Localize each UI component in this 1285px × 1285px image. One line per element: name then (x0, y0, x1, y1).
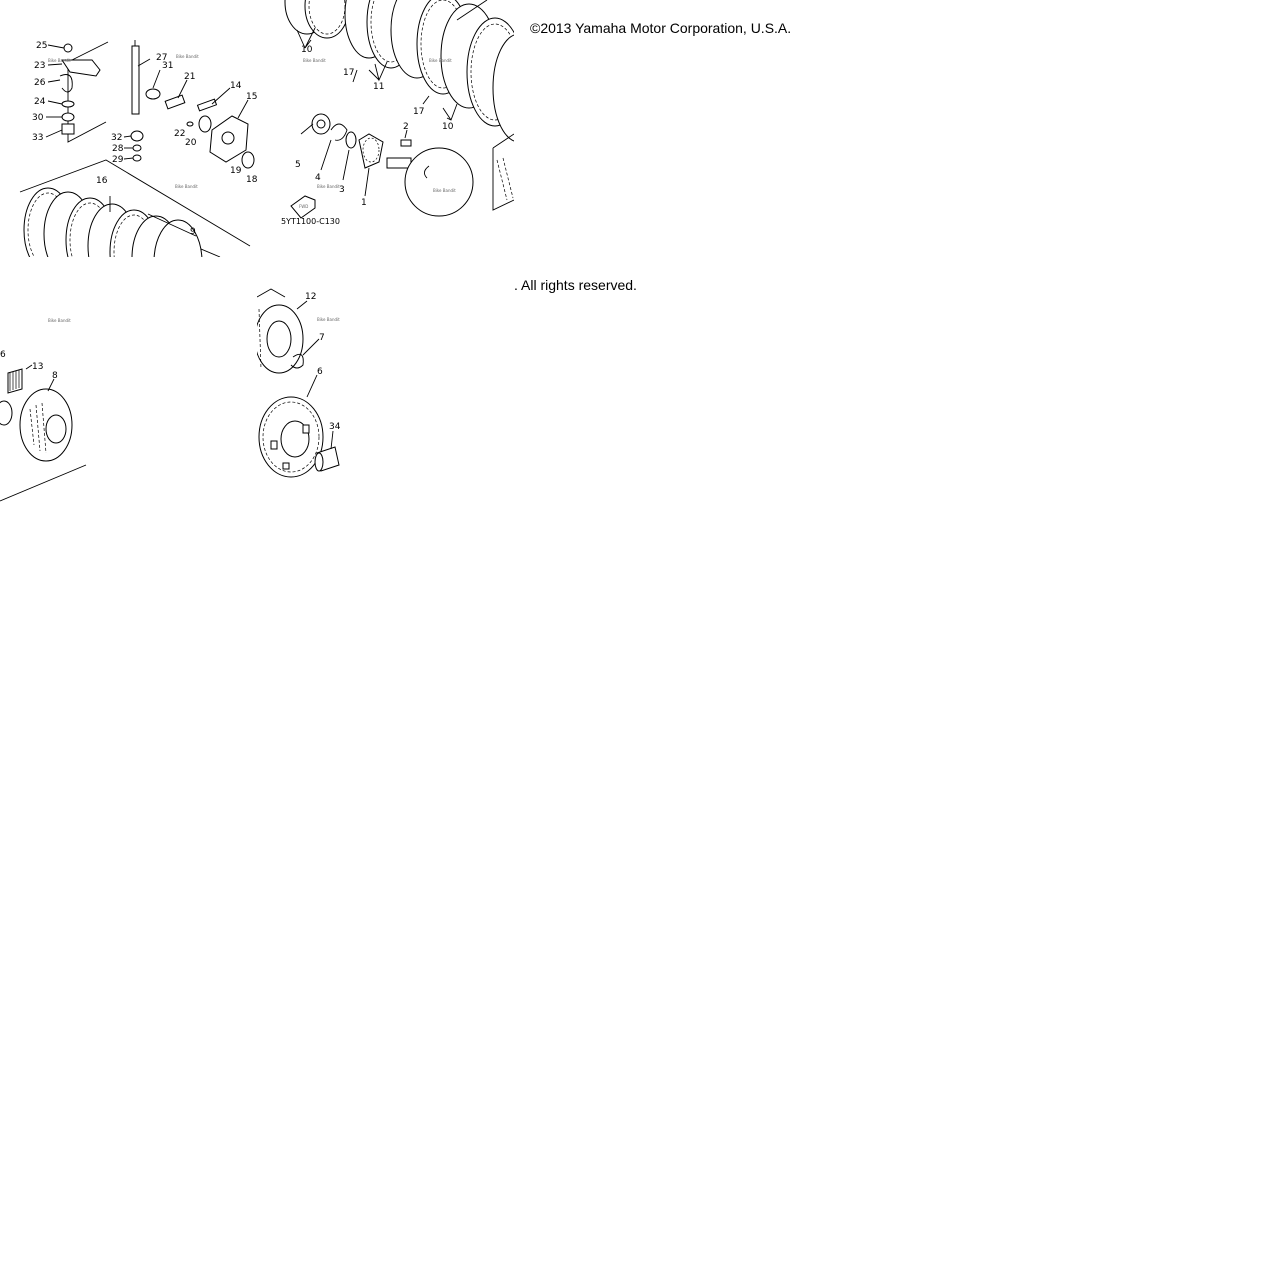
callout-30: 30 (32, 113, 44, 123)
callout-4: 4 (315, 173, 321, 183)
callout-17-a: 17 (343, 68, 354, 78)
watermark-7: Bike Bandit (433, 188, 456, 193)
callout-20: 20 (185, 138, 197, 148)
rights-reserved-text: . All rights reserved. (514, 277, 637, 293)
callout-9: 9 (190, 227, 196, 237)
callout-33: 33 (32, 133, 43, 143)
watermark-2: Bike Bandit (176, 54, 199, 59)
diagram-tile-top-left-svg: 25 23 26 24 30 33 27 31 21 14 15 22 20 1… (19, 40, 257, 257)
callout-15: 15 (246, 92, 257, 102)
callout-27: 27 (156, 53, 167, 63)
callout-7: 7 (319, 333, 325, 343)
callout-19: 19 (230, 166, 242, 176)
callout-25: 25 (36, 41, 47, 51)
watermark-1: Bike Bandit (48, 58, 71, 63)
callout-23: 23 (34, 61, 45, 71)
callout-16: 16 (96, 176, 108, 186)
callout-18: 18 (246, 175, 257, 185)
callout-32: 32 (111, 133, 122, 143)
callout-14: 14 (230, 81, 242, 91)
callout-12: 12 (305, 292, 316, 302)
callout-11: 11 (373, 82, 384, 92)
diagram-tile-top-left: 25 23 26 24 30 33 27 31 21 14 15 22 20 1… (0, 0, 257, 257)
callout-10-b: 10 (442, 122, 454, 132)
diagram-code: 5YT1100-C130 (281, 217, 340, 226)
callout-24: 24 (34, 97, 46, 107)
svg-text:FWD: FWD (299, 204, 308, 209)
callout-34: 34 (329, 422, 341, 432)
watermark-8: Bike Bandit (48, 318, 71, 323)
svg-text:6: 6 (0, 350, 6, 360)
diagram-tile-top-middle-svg: FWD 10 17 11 17 10 5 4 3 2 1 5YT1100-C13… (281, 0, 514, 226)
callout-10-a: 10 (301, 45, 313, 55)
callout-13: 13 (32, 362, 43, 372)
watermark-9: Bike Bandit (317, 317, 340, 322)
diagram-tile-middle-center-svg: 12 7 6 34 Bike Bandit (257, 288, 341, 478)
callout-28: 28 (112, 144, 124, 154)
callout-17-b: 17 (413, 107, 424, 117)
callout-2: 2 (403, 122, 409, 132)
diagram-tile-middle-left: 6 13 8 Bike Bandit (0, 279, 100, 505)
watermark-6: Bike Bandit (317, 184, 340, 189)
callout-29: 29 (112, 155, 124, 165)
copyright-text: ©2013 Yamaha Motor Corporation, U.S.A. (530, 20, 792, 36)
diagram-tile-top-middle: FWD 10 17 11 17 10 5 4 3 2 1 5YT1100-C13… (257, 0, 514, 257)
callout-8: 8 (52, 371, 58, 381)
callout-31: 31 (162, 61, 173, 71)
callout-5: 5 (295, 160, 301, 170)
watermark-4: Bike Bandit (303, 58, 326, 63)
diagram-tile-middle-center: 12 7 6 34 Bike Bandit (257, 279, 357, 505)
callout-1: 1 (361, 198, 367, 208)
watermark-5: Bike Bandit (429, 58, 452, 63)
diagram-tile-middle-left-svg: 6 13 8 Bike Bandit (0, 318, 87, 502)
callout-6: 6 (317, 367, 323, 377)
callout-21: 21 (184, 72, 195, 82)
callout-22: 22 (174, 129, 185, 139)
callout-26: 26 (34, 78, 46, 88)
watermark-3: Bike Bandit (175, 184, 198, 189)
callout-3: 3 (339, 185, 345, 195)
